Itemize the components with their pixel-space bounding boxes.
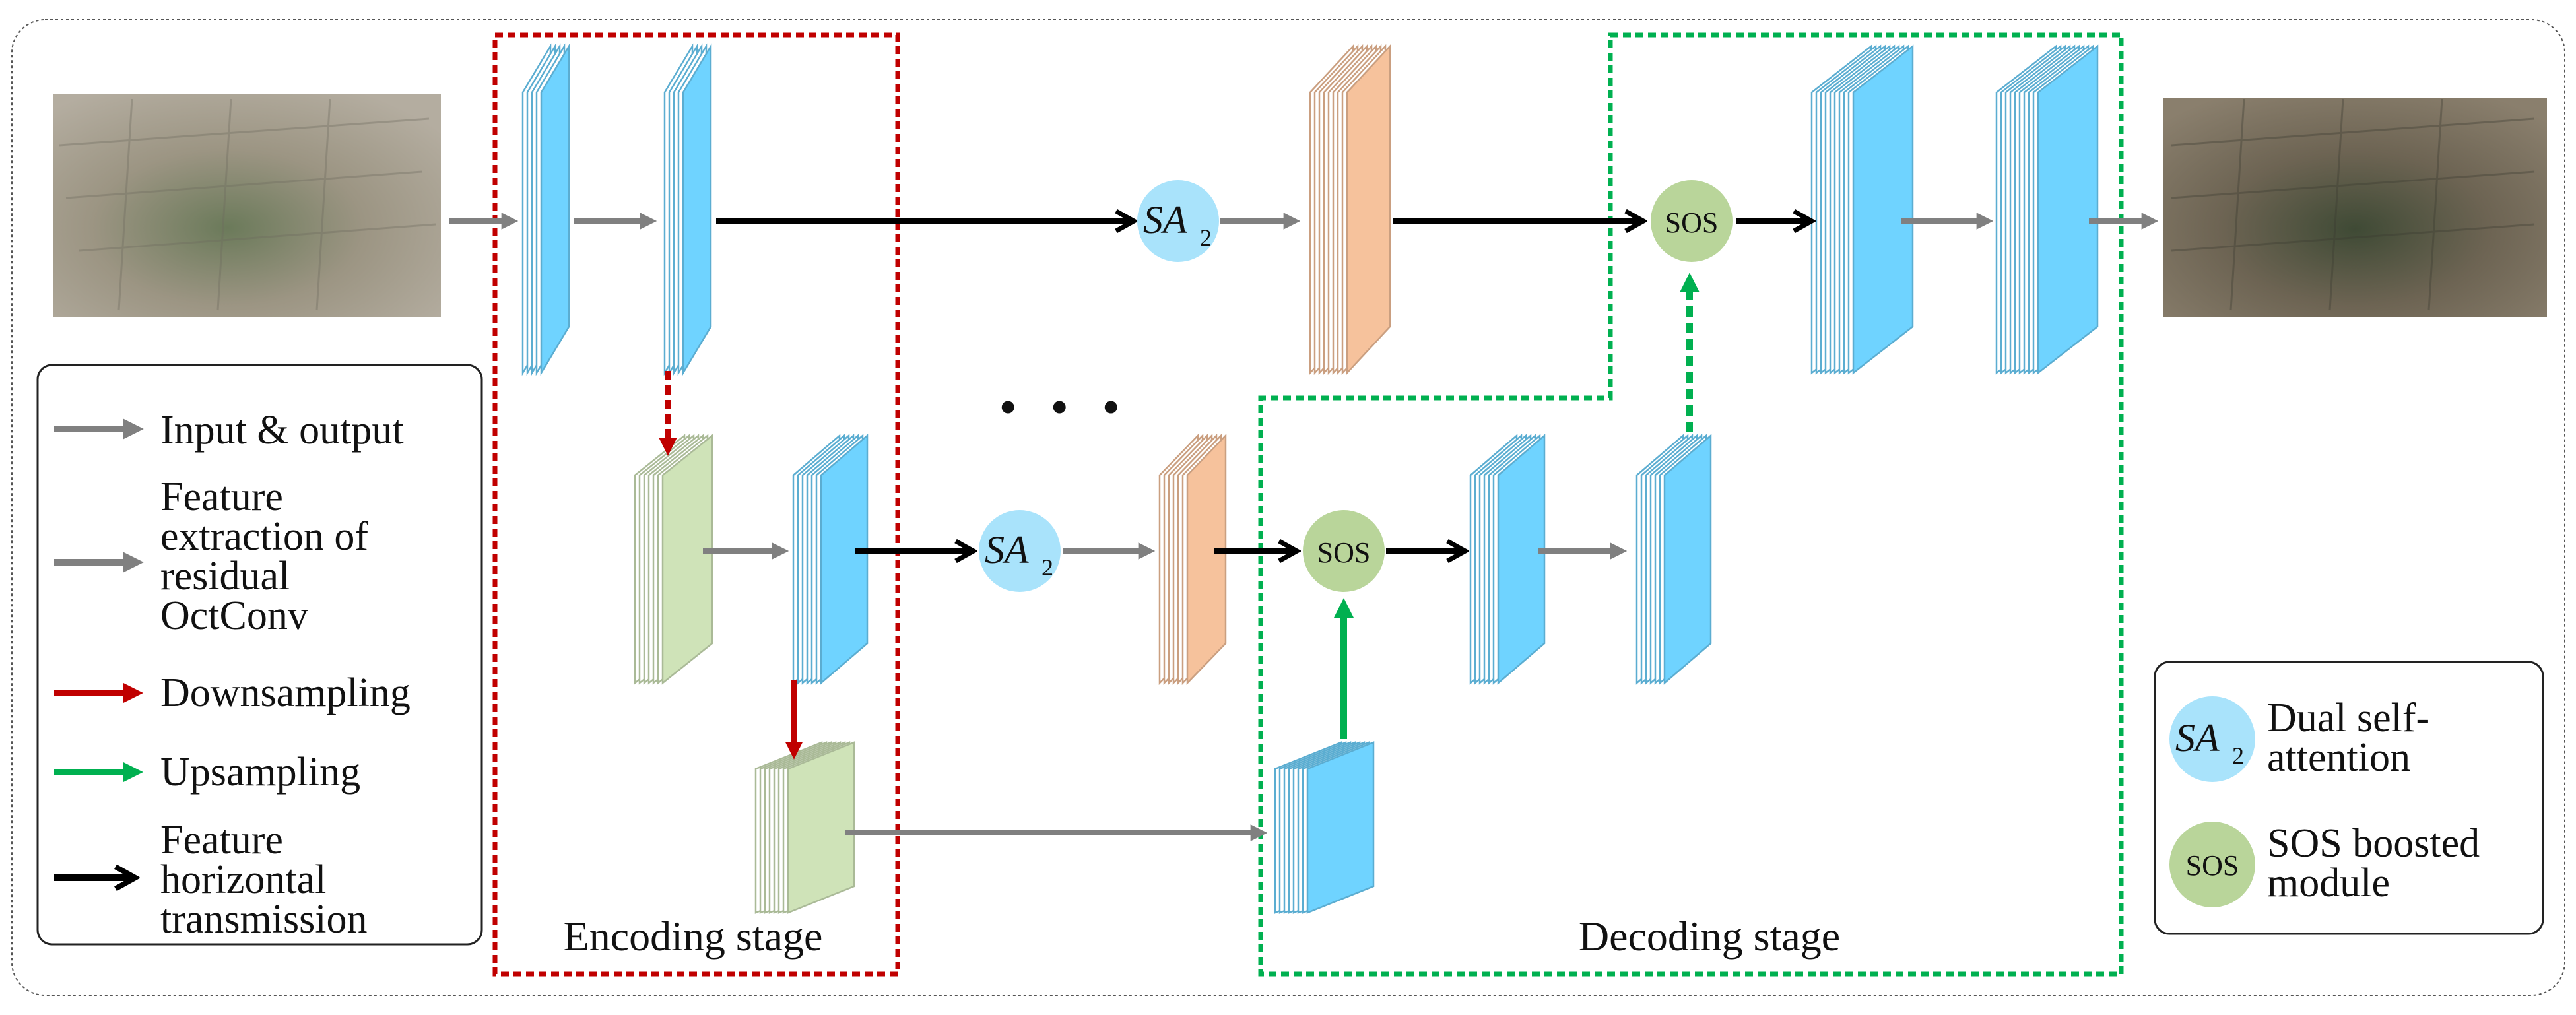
encoding-stage-border: [492, 32, 900, 977]
feature-block-dec-mid1: [1469, 434, 1546, 685]
feature-block-enc2: [663, 43, 712, 376]
sa-node-top: SA 2: [1137, 180, 1219, 262]
ellipsis-dots: • • •: [1000, 382, 1131, 433]
legend-input-output-label: Input & output: [160, 408, 404, 453]
sa-label: SA: [985, 528, 1029, 572]
decoding-stage-label: Decoding stage: [1579, 913, 1840, 960]
feature-block-enc-mid-blue: [792, 434, 869, 685]
gray-arrows: [449, 213, 2159, 841]
sos-label: SOS: [2186, 849, 2239, 882]
black-arrows: [716, 221, 1812, 551]
outer-frame: [11, 19, 2565, 996]
red-arrows: [659, 371, 803, 760]
feature-block-mid-peach: [1158, 433, 1227, 686]
sa-subscript: 2: [1041, 554, 1053, 581]
legend-sa-description: Dual self-: [2267, 696, 2429, 740]
legend-sa-description: attention: [2267, 735, 2410, 780]
feature-block-enc-mid-green: [634, 434, 713, 685]
legend-horizontal-label: horizontal: [160, 857, 326, 902]
output-field-lines: [2171, 98, 2535, 311]
legend-right: SA 2 Dual self- attention SOS SOS booste…: [2154, 661, 2544, 935]
legend-sos-description: module: [2267, 861, 2390, 905]
feature-block-enc1: [521, 43, 570, 376]
input-satellite-image: [53, 94, 441, 317]
feature-block-dec-top1: [1810, 44, 1914, 375]
output-satellite-image: [2163, 98, 2547, 317]
sos-node-top: SOS: [1651, 180, 1733, 262]
legend-horizontal-label: transmission: [160, 897, 367, 942]
legend-feature-extraction-label: OctConv: [160, 593, 308, 638]
feature-block-dec-top2: [1995, 44, 2099, 375]
legend-horizontal-label: Feature: [160, 818, 283, 863]
sa-label: SA: [2175, 716, 2220, 760]
encoding-stage-label: Encoding stage: [564, 913, 823, 960]
sos-label: SOS: [1665, 207, 1719, 239]
sos-label: SOS: [1317, 537, 1371, 569]
legend-sa-circle: [2169, 696, 2255, 782]
legend-sos-description: SOS boosted: [2267, 821, 2480, 866]
legend-feature-extraction-label: residual: [160, 554, 290, 599]
feature-block-dec-mid2: [1635, 434, 1712, 685]
sa-label: SA: [1143, 198, 1187, 242]
input-field-lines: [59, 98, 436, 311]
legend-feature-extraction-label: extraction of: [160, 514, 368, 559]
sa-subscript: 2: [1200, 224, 1212, 251]
feature-block-dec-bottom-blue: [1274, 741, 1375, 914]
legend-sos-circle: [2169, 822, 2255, 907]
legend-downsampling-label: Downsampling: [160, 671, 411, 715]
legend-upsampling-label: Upsampling: [160, 750, 360, 795]
green-arrows: [1334, 273, 1700, 739]
feature-block-top-peach: [1309, 44, 1391, 376]
feature-block-enc-bottom-green: [754, 741, 855, 914]
sa-subscript: 2: [2232, 742, 2244, 769]
sa-node-mid: SA 2: [979, 510, 1061, 592]
sos-node-mid: SOS: [1303, 510, 1385, 592]
decoding-stage-border: [1258, 32, 2124, 977]
legend-feature-extraction-label: Feature: [160, 475, 283, 519]
legend-left: Input & output Feature extraction of res…: [36, 364, 483, 946]
